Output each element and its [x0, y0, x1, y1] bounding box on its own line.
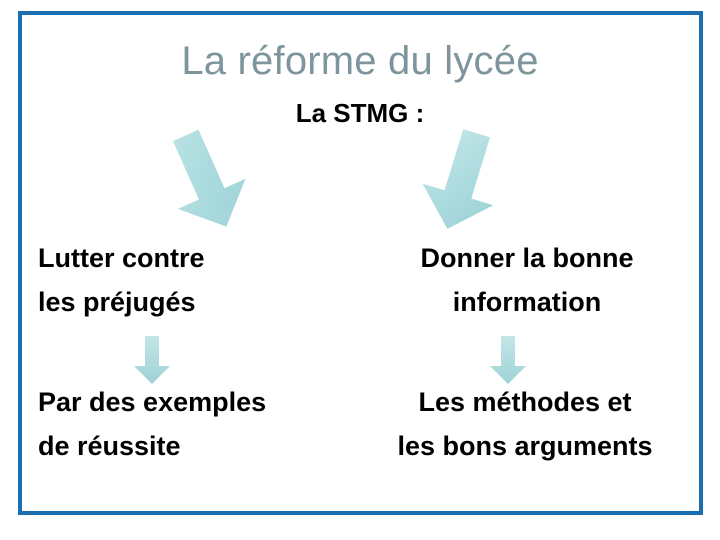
- arrow-down-right-icon: [409, 121, 515, 240]
- slide-subtitle: La STMG :: [295, 98, 425, 128]
- right-top-line-1: Donner la bonne: [420, 243, 634, 273]
- slide-border-frame: [18, 11, 703, 515]
- arrow-down-left-icon: [149, 119, 263, 243]
- right-top-line-2: information: [452, 287, 602, 317]
- left-bottom-text-block: Par des exemples de réussite: [38, 380, 348, 468]
- right-bottom-line-2: les bons arguments: [397, 431, 653, 461]
- right-bottom-line-1: Les méthodes et: [418, 387, 632, 417]
- left-bottom-line-1: Par des exemples: [38, 387, 267, 417]
- left-top-line-2: les préjugés: [38, 287, 196, 317]
- right-bottom-text-block: Les méthodes et les bons arguments: [355, 380, 695, 468]
- left-top-line-1: Lutter contre: [38, 243, 205, 273]
- left-top-text-block: Lutter contre les préjugés: [38, 236, 338, 324]
- page-title: La réforme du lycée: [181, 39, 539, 83]
- right-top-text-block: Donner la bonne information: [362, 236, 692, 324]
- left-bottom-line-2: de réussite: [38, 431, 181, 461]
- arrow-down-icon: [489, 336, 527, 384]
- arrow-down-icon: [133, 336, 171, 384]
